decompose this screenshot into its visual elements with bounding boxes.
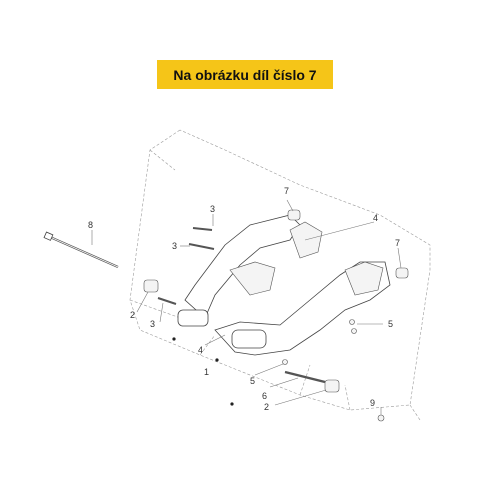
bushing-left (143, 279, 159, 293)
leader-lines (91, 199, 402, 415)
leader-4b (204, 334, 226, 346)
frame-line (299, 364, 311, 396)
leader-2b (274, 389, 327, 406)
callout-4: 4 (373, 213, 378, 223)
callout-5: 5 (388, 319, 393, 329)
leader-3c (159, 302, 164, 323)
callout-7: 7 (395, 238, 400, 248)
leader-2a (136, 291, 149, 313)
callout-2: 2 (264, 402, 269, 412)
banner-text: Na obrázku díl číslo 7 (173, 66, 317, 83)
callout-9: 9 (370, 398, 375, 408)
callout-2: 2 (130, 310, 135, 320)
leader-5b (254, 363, 284, 376)
frame-line (199, 334, 216, 356)
part-number-banner: Na obrázku díl číslo 7 (157, 60, 333, 89)
rear-mount-bracket (344, 261, 384, 296)
callout-6: 6 (262, 391, 267, 401)
pivot-tube-front (177, 309, 209, 327)
bushing-upper (287, 209, 301, 221)
nut (351, 328, 357, 334)
pivot-tube-rear (231, 329, 267, 349)
bolt-upper (192, 227, 213, 231)
callout-4: 4 (198, 345, 203, 355)
callout-3: 3 (172, 241, 177, 251)
frame-line (344, 384, 351, 411)
bushing-rear (395, 267, 409, 279)
callout-3: 3 (210, 204, 215, 214)
long-bolt (43, 231, 119, 269)
callout-8: 8 (88, 220, 93, 230)
leader-6 (269, 377, 299, 388)
reference-dot (215, 358, 219, 362)
callout-3: 3 (150, 319, 155, 329)
assembly-frame (129, 129, 431, 421)
bushings (143, 209, 409, 393)
leader-4a (304, 221, 375, 241)
leader-7a (286, 199, 294, 212)
callout-1: 1 (204, 367, 209, 377)
nut-9 (377, 414, 385, 422)
nuts (282, 319, 385, 422)
nut (349, 319, 355, 325)
callout-labels: 8 3 3 3 2 7 7 4 4 1 5 5 6 2 9 (88, 186, 400, 412)
nut (282, 359, 288, 365)
bolt-shaft-highlight (49, 236, 119, 268)
frame-line (409, 404, 421, 421)
pivot-spindle (284, 370, 326, 384)
frame-line (149, 149, 176, 171)
assembly-boundary (129, 129, 431, 411)
bolt-head (43, 231, 54, 241)
swingarm-bracket (229, 261, 276, 296)
bolt-lower (157, 297, 177, 305)
callout-7: 7 (284, 186, 289, 196)
reference-dot (230, 402, 234, 406)
callout-5: 5 (250, 376, 255, 386)
reference-dot (172, 337, 176, 341)
bolt-middle (188, 243, 215, 250)
swingarm-body (177, 214, 391, 356)
leader-7b (397, 247, 402, 269)
bushing-bottom (324, 379, 340, 393)
small-bolts (157, 227, 215, 305)
